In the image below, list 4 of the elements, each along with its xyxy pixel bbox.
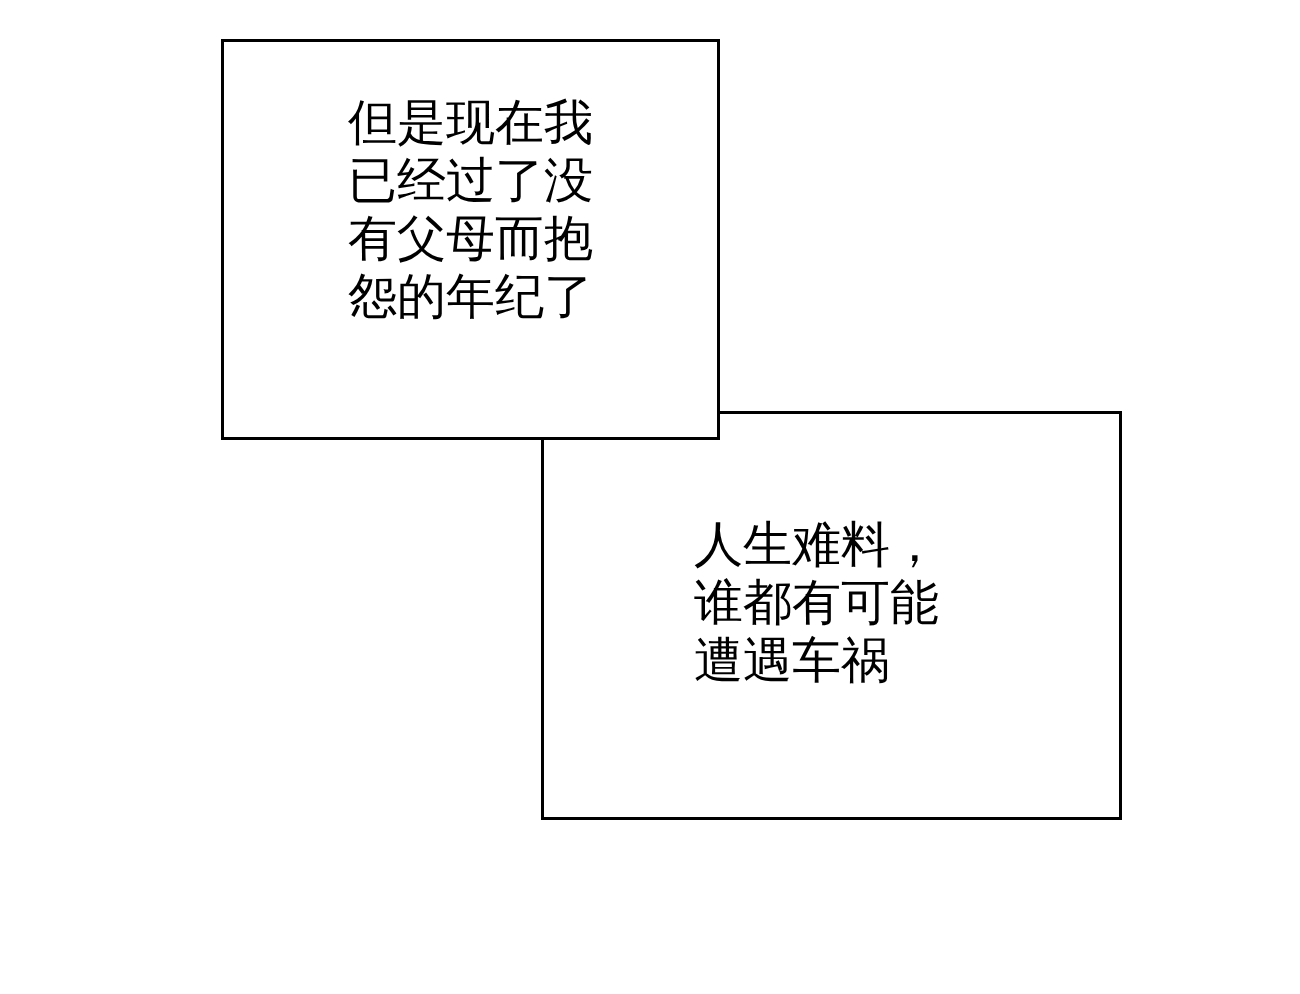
speech-box xyxy=(541,411,1122,820)
dialogue-text: 人生难料，谁都有可能遭遇车祸 xyxy=(694,516,940,690)
speech-box xyxy=(221,39,720,440)
dialogue-text: 但是现在我已经过了没有父母而抱怨的年纪了 xyxy=(347,94,594,326)
